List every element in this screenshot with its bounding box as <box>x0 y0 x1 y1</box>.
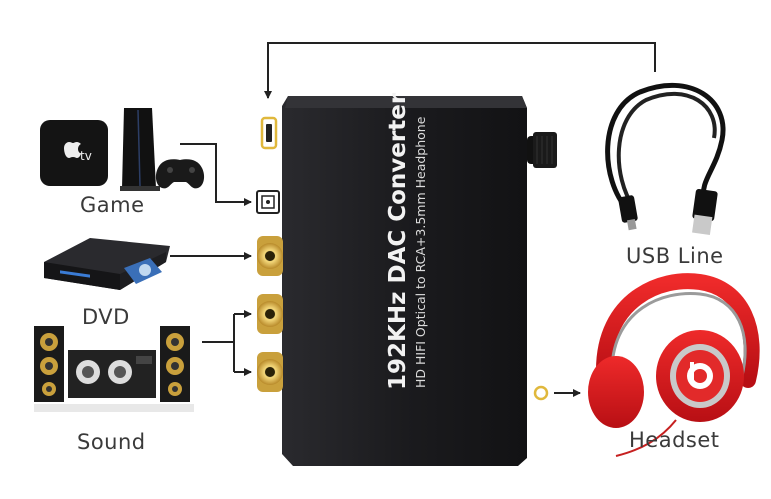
usb-line-label: USB Line <box>626 244 724 268</box>
sound-label: Sound <box>77 430 146 454</box>
game-label: Game <box>80 193 145 217</box>
game-connection-line <box>180 143 252 206</box>
usb-micro-port-icon <box>260 116 278 150</box>
rca-port-bottom-icon <box>257 352 283 392</box>
volume-knob-icon <box>527 132 557 168</box>
game-devices: tv <box>40 108 205 191</box>
gamepad-icon <box>155 159 205 189</box>
device-title: 192KHz DAC Converter <box>385 92 411 390</box>
usb-cable-icon <box>605 82 726 235</box>
headset-label: Headset <box>629 428 720 452</box>
speaker-system-icon <box>34 326 194 412</box>
device-subtitle: HD HIFI Optical to RCA+3.5mm Headphone <box>413 116 428 388</box>
left-speaker-icon <box>34 326 64 402</box>
headset-icon <box>588 273 760 457</box>
game-console-icon <box>120 108 160 191</box>
rca-port-mid-icon <box>257 294 283 334</box>
subwoofer-icon <box>68 350 156 398</box>
sound-connection-line <box>202 310 252 376</box>
apple-tv-icon: tv <box>40 120 108 186</box>
dac-device: 192KHz DAC Converter HD HIFI Optical to … <box>256 92 557 466</box>
right-speaker-icon <box>160 326 190 402</box>
svg-text:tv: tv <box>80 149 92 163</box>
optical-port-icon <box>256 190 280 214</box>
usb-connection-line <box>264 42 656 99</box>
dvd-player-icon <box>44 238 170 290</box>
dvd-label: DVD <box>82 305 130 329</box>
headphone-jack-icon <box>533 385 549 401</box>
rca-port-top-icon <box>257 236 283 276</box>
